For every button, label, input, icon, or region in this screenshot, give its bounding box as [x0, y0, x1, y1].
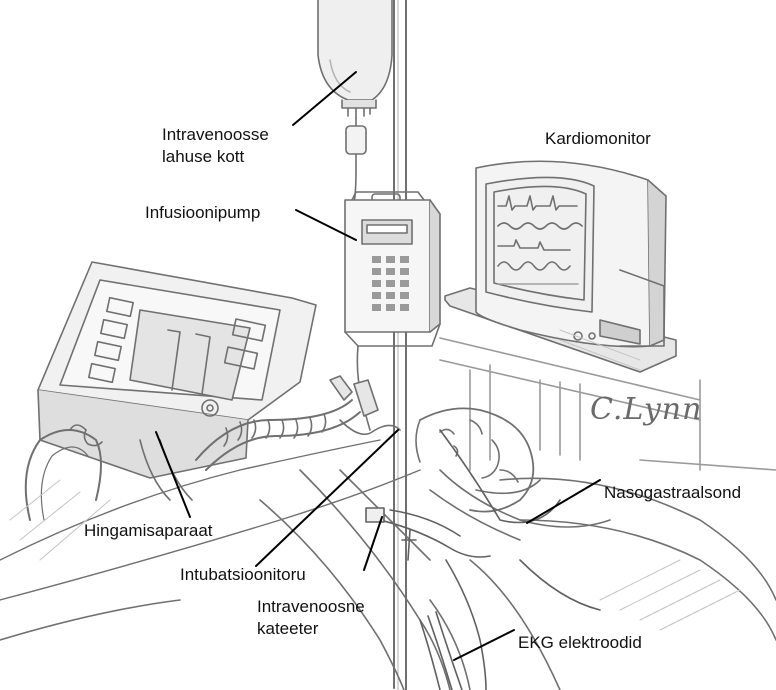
label-nasogastric-tube: Nasogastraalsond — [604, 482, 741, 504]
label-intubation-tube: Intubatsioonitoru — [180, 564, 306, 586]
leader-nasogastric — [527, 480, 600, 523]
label-infusion-pump: Infusioonipump — [145, 202, 260, 224]
iv-pole — [394, 0, 406, 690]
label-ventilator: Hingamisaparaat — [84, 520, 213, 542]
label-iv-bag-line-1: Intravenoosse — [162, 124, 269, 146]
patient-drawing — [416, 408, 610, 540]
ventilator-drawing — [38, 262, 316, 478]
artist-signature: C.Lynn — [590, 392, 702, 427]
label-iv-bag: Intravenoosse lahuse kott — [162, 124, 269, 168]
leader-ecg — [454, 630, 514, 660]
label-cardiac-monitor: Kardiomonitor — [545, 128, 651, 150]
label-iv-catheter-line-1: Intravenoosne — [257, 596, 365, 618]
label-iv-catheter: Intravenoosne kateeter — [257, 596, 365, 640]
label-iv-catheter-line-2: kateeter — [257, 618, 365, 640]
bed-drawing — [0, 440, 776, 690]
label-iv-bag-line-2: lahuse kott — [162, 146, 269, 168]
label-ecg-electrodes: EKG elektroodid — [518, 632, 642, 654]
iv-bag-drawing — [318, 0, 392, 205]
